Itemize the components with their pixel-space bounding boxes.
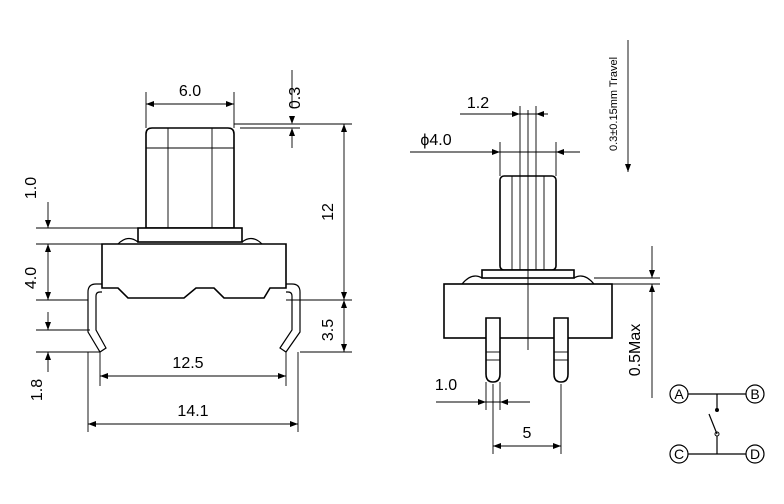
dim-inner-width: 12.5 (172, 355, 203, 372)
svg-text:A: A (674, 386, 684, 402)
dim-top-offset: 0.3 (287, 87, 304, 109)
svg-text:B: B (750, 386, 759, 402)
dim-1-2: 1.2 (467, 95, 489, 112)
terminal-a: A (669, 384, 689, 404)
svg-text:D: D (750, 446, 760, 462)
terminal-d: D (745, 444, 765, 464)
dim-lead-right: 3.5 (320, 319, 337, 341)
side-view: 1.2 ϕ4.0 0.3±0.15mm Travel 0.5Max 1.0 5 (410, 40, 660, 454)
dim-left-2: 4.0 (23, 267, 40, 289)
dim-pin: 1.0 (435, 377, 457, 394)
dim-pitch: 5 (523, 425, 532, 442)
front-view: 6.0 0.3 12 3.5 1.0 4.0 1.8 (23, 70, 352, 432)
terminal-c: C (669, 444, 689, 464)
dim-height: 12 (320, 203, 337, 221)
dim-left-1: 1.0 (23, 177, 40, 199)
dim-outer-width: 14.1 (177, 403, 208, 420)
dim-phi: ϕ4.0 (420, 132, 451, 149)
dim-stem-width: 6.0 (179, 83, 201, 100)
switch-schematic: A B C D (669, 384, 765, 464)
svg-text:C: C (674, 446, 684, 462)
dim-left-3: 1.8 (29, 379, 46, 401)
terminal-b: B (745, 384, 765, 404)
dim-max: 0.5Max (627, 324, 644, 376)
dim-travel: 0.3±0.15mm Travel (608, 57, 620, 151)
